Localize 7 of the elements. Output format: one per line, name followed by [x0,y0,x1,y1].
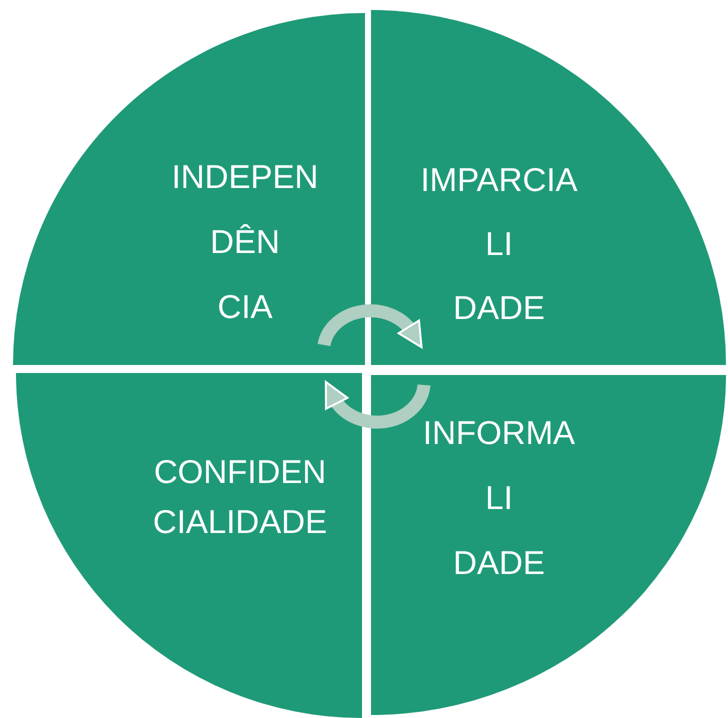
segment-label: CONFIDEN CIALIDADE [152,452,328,542]
segment-label: IMPARCIA LI DADE [419,160,579,328]
quadrant-segment [16,373,362,718]
segment-label: INDEPEN DÊN CIA [170,157,320,327]
curved-arrow [318,304,424,348]
curved-arrow [324,382,430,429]
segment-label: INFORMA LI DADE [422,413,576,583]
